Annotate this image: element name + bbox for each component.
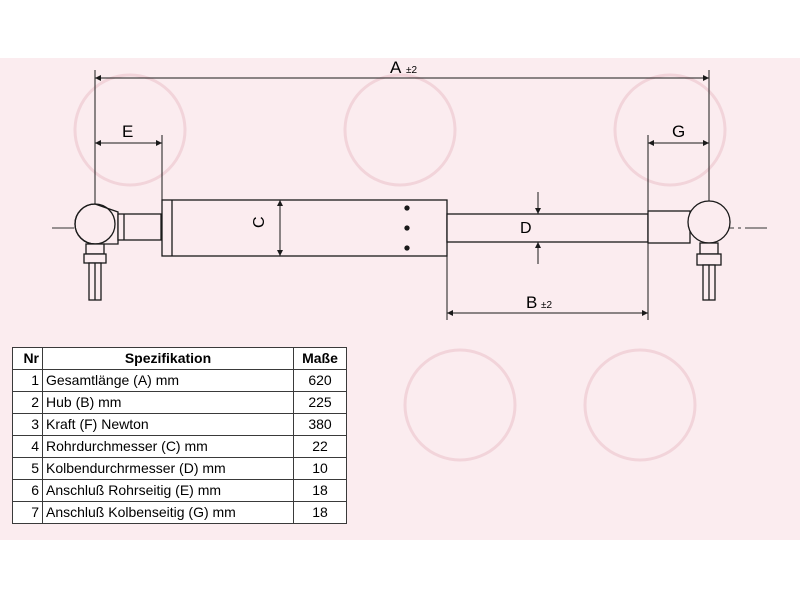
dimension-c-label: C [251,216,268,228]
row-value: 225 [293,391,347,414]
row-spec: Kolbendurchrmesser (D) mm [42,457,294,480]
row-spec: Anschluß Rohrseitig (E) mm [42,479,294,502]
row-spec: Kraft (F) Newton [42,413,294,436]
row-value: 10 [293,457,347,480]
dimension-e: E [95,122,162,146]
row-nr: 4 [12,435,43,458]
row-nr: 3 [12,413,43,436]
dimension-g-label: G [672,122,685,141]
row-nr: 2 [12,391,43,414]
row-value: 18 [293,501,347,524]
cylinder-tube [161,199,448,257]
dimension-d: D [520,192,541,264]
row-nr: 5 [12,457,43,480]
row-value: 620 [293,369,347,392]
table-row: 2 Hub (B) mm 225 [12,391,347,414]
row-spec: Rohrdurchmesser (C) mm [42,435,294,458]
row-spec: Gesamtlänge (A) mm [42,369,294,392]
dimension-a-tolerance: ±2 [406,65,417,76]
dimension-a-label: A [390,58,402,77]
row-spec: Anschluß Kolbenseitig (G) mm [42,501,294,524]
table-header-row: Nr Spezifikation Maße [12,347,347,370]
table-row: 6 Anschluß Rohrseitig (E) mm 18 [12,479,347,502]
table-row: 5 Kolbendurchrmesser (D) mm 10 [12,457,347,480]
dimension-b: B ±2 [447,293,648,316]
dimension-c: C [251,200,283,256]
header-spezifikation: Spezifikation [42,347,294,370]
row-value: 380 [293,413,347,436]
dimension-e-label: E [122,122,133,141]
table-row: 1 Gesamtlänge (A) mm 620 [12,369,347,392]
table-row: 7 Anschluß Kolbenseitig (G) mm 18 [12,501,347,524]
specification-table: Nr Spezifikation Maße 1 Gesamtlänge (A) … [12,347,347,524]
table-row: 3 Kraft (F) Newton 380 [12,413,347,436]
right-ball-joint [647,200,731,301]
dimension-b-tolerance: ±2 [541,300,552,311]
row-nr: 6 [12,479,43,502]
left-ball-joint [74,203,162,301]
row-nr: 1 [12,369,43,392]
header-nr: Nr [12,347,43,370]
dimension-a: A ±2 [95,58,709,81]
header-masse: Maße [293,347,347,370]
row-spec: Hub (B) mm [42,391,294,414]
table-row: 4 Rohrdurchmesser (C) mm 22 [12,435,347,458]
dimension-d-label: D [520,220,532,237]
row-nr: 7 [12,501,43,524]
row-value: 22 [293,435,347,458]
dimension-b-label: B [526,293,537,312]
dimension-g: G [648,122,709,146]
piston-rod [446,213,649,243]
row-value: 18 [293,479,347,502]
extension-lines [94,70,710,320]
